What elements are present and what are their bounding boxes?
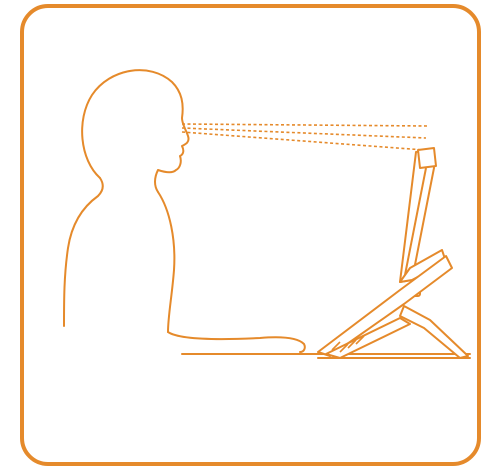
stand-plate — [318, 256, 452, 356]
monitor-stand — [318, 256, 468, 358]
chest-outline — [158, 192, 174, 332]
sight-line-lower — [182, 132, 424, 150]
stand-leg — [400, 306, 468, 358]
back-outline — [64, 178, 103, 326]
person-silhouette — [64, 70, 305, 352]
head-outline — [82, 70, 188, 192]
sight-lines — [182, 124, 428, 150]
monitor-top — [418, 148, 436, 168]
sight-line-upper — [182, 124, 428, 126]
sight-line-mid — [182, 128, 426, 138]
arm-outline — [168, 332, 305, 352]
